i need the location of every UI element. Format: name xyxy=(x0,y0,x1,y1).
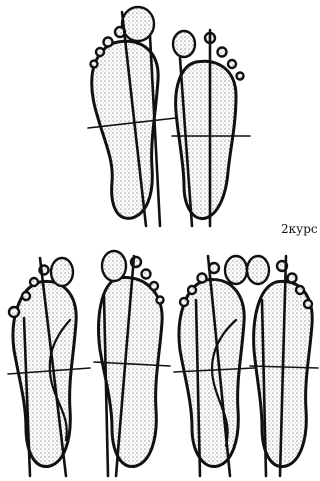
toe-3 xyxy=(288,274,297,283)
toe-5 xyxy=(180,298,188,306)
caption-label: 2курс xyxy=(281,222,318,236)
toe-5 xyxy=(304,300,312,308)
toe-3 xyxy=(142,270,151,279)
toe-5 xyxy=(91,61,98,68)
big-toe xyxy=(225,256,247,284)
toe-3 xyxy=(198,274,207,283)
big-toe xyxy=(247,256,269,284)
big-toe xyxy=(51,258,73,286)
toe-5 xyxy=(237,73,244,80)
footprint-top-right xyxy=(172,30,250,226)
toe-4 xyxy=(296,286,304,294)
big-toe xyxy=(173,31,195,57)
toe-4 xyxy=(188,286,196,294)
toe-4 xyxy=(22,292,30,300)
footprint-bottom-2 xyxy=(94,251,170,476)
footprint-bottom-1 xyxy=(8,258,90,476)
footprint-bottom-4 xyxy=(247,256,318,476)
toe-4 xyxy=(150,282,158,290)
toe-3 xyxy=(218,48,227,57)
toe-3 xyxy=(30,278,38,286)
toe-4 xyxy=(96,48,104,56)
toe-5 xyxy=(157,297,164,304)
toe-4 xyxy=(228,60,236,68)
foot-outline xyxy=(92,41,158,218)
footprint-bottom-3 xyxy=(174,256,254,476)
footprint-top-left xyxy=(88,7,176,226)
toe-5 xyxy=(9,307,19,317)
toe-3 xyxy=(104,38,113,47)
big-toe xyxy=(102,251,126,281)
